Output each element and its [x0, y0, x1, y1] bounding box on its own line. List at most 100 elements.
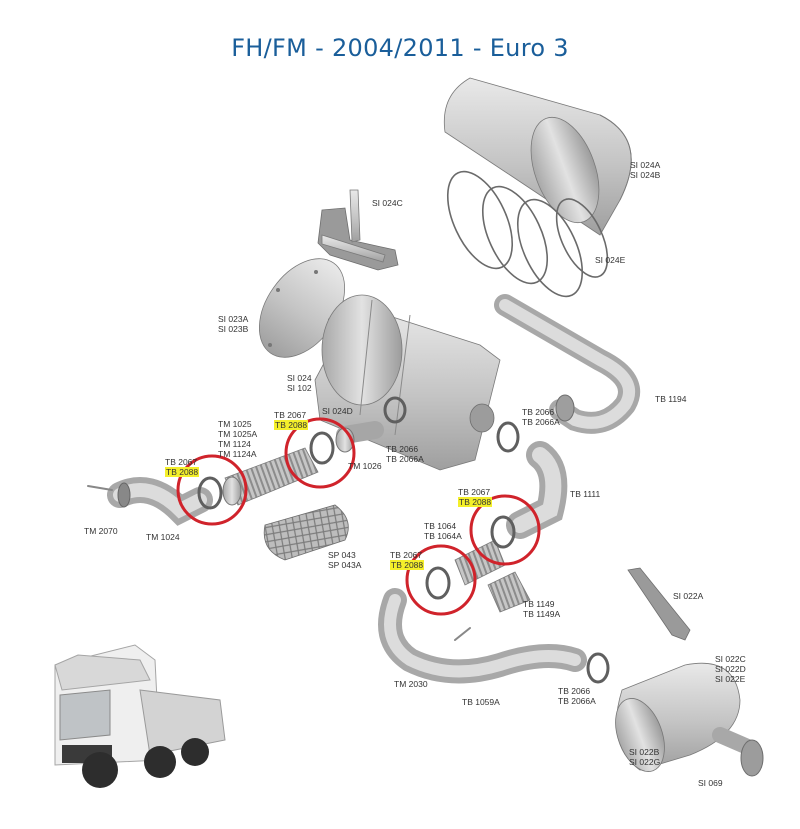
heat-shield: [443, 77, 632, 236]
clamp-tb2088-lower: [425, 566, 451, 600]
part-number-text: SI 024: [287, 373, 312, 383]
part-number-text: TB 2067: [390, 550, 422, 560]
part-number-text: TM 1124: [218, 439, 251, 449]
heat-sleeve-sp043: [263, 504, 349, 561]
part-number-text: TM 1024: [146, 532, 180, 542]
label-tm1026: TM 1026: [348, 461, 382, 471]
label-tb2067d: TB 2067: [390, 550, 422, 560]
part-number-text: TM 1025: [218, 419, 252, 429]
rear-silencer: [615, 662, 741, 772]
label-si024d: SI 024D: [322, 406, 353, 416]
part-number-text: TM 2030: [394, 679, 428, 689]
part-number-text: TM 1026: [348, 461, 382, 471]
part-number-text: TB 1149: [523, 599, 555, 609]
svg-text:SI 024D: SI 024D: [322, 406, 353, 416]
part-number-text: TB 1064: [424, 521, 456, 531]
svg-text:TB 1194: TB 1194: [655, 394, 687, 404]
heat-shield-straps: [446, 170, 609, 298]
label-tm1024: TM 1024: [146, 532, 180, 542]
part-number-text: SI 024C: [372, 198, 403, 208]
clamp-tb2066-lower: [586, 652, 610, 684]
svg-text:TB 2067: TB 2067: [458, 487, 490, 497]
highlight-ring: [405, 544, 477, 616]
label-tb2067a: TB 2067: [274, 410, 306, 420]
label-si069: SI 069: [698, 778, 723, 788]
label-tb2067c: TB 2067: [458, 487, 490, 497]
label-tb1059a: TB 1059A: [462, 697, 500, 707]
intermediate-pipe: [506, 441, 568, 539]
truck-illustration: [54, 644, 226, 788]
lower-exhaust-pipe: [378, 588, 587, 684]
part-number-text: TB 1149A: [523, 609, 561, 619]
part-number-text: SI 022A: [673, 591, 704, 601]
part-number-text: SP 043A: [328, 560, 362, 570]
svg-text:TM 2070: TM 2070: [84, 526, 118, 536]
part-number-text: TB 2088: [391, 560, 423, 570]
part-number-text: TB 1064A: [424, 531, 462, 541]
part-number-text: SI 102: [287, 383, 312, 393]
part-number-text: SI 024D: [322, 406, 353, 416]
svg-text:TB 2088: TB 2088: [275, 420, 307, 430]
part-number-text: SI 023B: [218, 324, 249, 334]
part-number-text: SI 023A: [218, 314, 249, 324]
clamp-tb2066-upper: [496, 421, 520, 453]
part-number-text: TB 1194: [655, 394, 687, 404]
bracket-si022a: [627, 567, 691, 641]
svg-text:TM 2030: TM 2030: [394, 679, 428, 689]
svg-text:SI 024E: SI 024E: [595, 255, 626, 265]
part-number-text: SI 022E: [715, 674, 746, 684]
part-number-text: TB 2066: [522, 407, 554, 417]
label-si022a: SI 022A: [673, 591, 704, 601]
label-tb1111: TB 1111: [570, 489, 601, 499]
svg-text:TB 2067: TB 2067: [165, 457, 197, 467]
label-tb2088a: TB 2088: [274, 420, 308, 430]
part-number-text: TM 1025A: [218, 429, 258, 439]
svg-text:TB 1111: TB 1111: [570, 489, 601, 499]
part-number-text: TB 2066A: [386, 454, 424, 464]
svg-text:TB 1059A: TB 1059A: [462, 697, 500, 707]
part-number-text: TB 2067: [458, 487, 490, 497]
label-tm2030: TM 2030: [394, 679, 428, 689]
label-tb2067b: TB 2067: [165, 457, 197, 467]
flex-pipe-tm1025: [222, 447, 319, 506]
label-tb2088c: TB 2088: [458, 497, 492, 507]
part-number-text: TB 2066A: [558, 696, 596, 706]
svg-text:TB 2067: TB 2067: [390, 550, 422, 560]
svg-text:SI 069: SI 069: [698, 778, 723, 788]
tailpipe-si069: [712, 727, 764, 777]
clamp-tb2088-middle: [309, 431, 335, 465]
part-number-text: SI 022C: [715, 654, 746, 664]
svg-text:TB 2067: TB 2067: [274, 410, 306, 420]
part-number-text: SI 069: [698, 778, 723, 788]
mounting-bracket: [317, 189, 399, 271]
upper-exhaust-pipe: [494, 294, 640, 434]
part-number-text: TB 1111: [570, 489, 601, 499]
highlight-ring: [176, 454, 248, 526]
svg-text:SI 024C: SI 024C: [372, 198, 403, 208]
part-number-text: SI 024B: [630, 170, 661, 180]
svg-text:TM 1026: TM 1026: [348, 461, 382, 471]
part-number-text: TB 2067: [165, 457, 197, 467]
bolt-tm2070: [87, 485, 113, 491]
part-number-text: SI 022G: [629, 757, 660, 767]
svg-text:TB 2088: TB 2088: [166, 467, 198, 477]
clamp-tb2088-right: [490, 515, 516, 549]
svg-text:TB 2088: TB 2088: [459, 497, 491, 507]
pipe-tm1026: [335, 421, 384, 453]
label-tm2070: TM 2070: [84, 526, 118, 536]
part-number-text: TM 1124A: [218, 449, 257, 459]
